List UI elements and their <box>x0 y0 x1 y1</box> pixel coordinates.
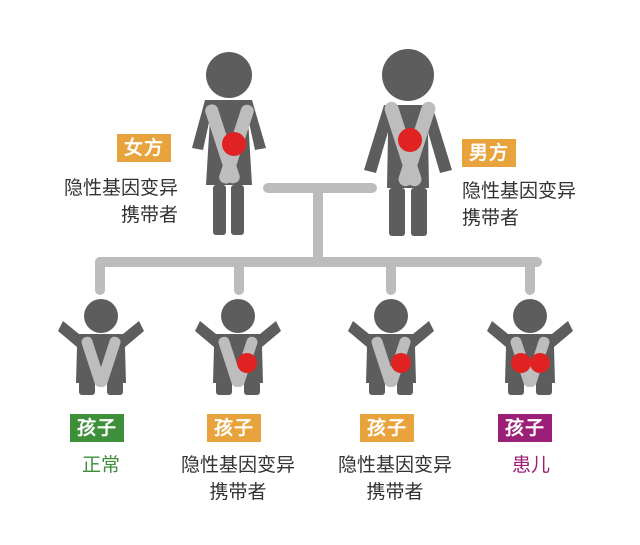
father-badge: 男方 <box>462 139 517 167</box>
father-description: 隐性基因变异 携带者 <box>462 178 622 232</box>
child-2-description: 隐性基因变异 携带者 <box>163 452 313 506</box>
chromosome-icon <box>81 336 121 387</box>
mother-description: 隐性基因变异 携带者 <box>28 175 178 229</box>
child-3-description: 隐性基因变异 携带者 <box>320 452 470 506</box>
child-4-desc-line1: 患儿 <box>511 454 550 476</box>
child-1-desc-line1: 正常 <box>81 454 120 476</box>
child-3-badge: 孩子 <box>360 414 415 442</box>
child-3-desc-line2: 携带者 <box>366 481 424 503</box>
male-parent-icon <box>364 49 452 236</box>
child-1-badge: 孩子 <box>70 414 125 442</box>
mother-desc-line1: 隐性基因变异 <box>63 177 178 199</box>
variant-dot-icon <box>391 353 411 373</box>
mother-desc-line2: 携带者 <box>120 204 178 226</box>
variant-dot-icon <box>511 353 531 373</box>
variant-dot-icon <box>237 353 257 373</box>
child-icon <box>58 299 144 395</box>
child-icon <box>487 299 573 395</box>
variant-dot-icon <box>222 132 246 156</box>
child-4-badge: 孩子 <box>498 414 553 442</box>
mother-badge: 女方 <box>117 134 172 162</box>
father-desc-line1: 隐性基因变异 <box>462 180 577 202</box>
female-parent-icon <box>192 52 266 235</box>
child-1-description: 正常 <box>36 452 166 479</box>
child-2-badge: 孩子 <box>207 414 262 442</box>
child-2-desc-line1: 隐性基因变异 <box>180 454 295 476</box>
father-desc-line2: 携带者 <box>462 207 520 229</box>
child-4-description: 患儿 <box>466 452 596 479</box>
variant-dot-icon <box>530 353 550 373</box>
child-icon <box>195 299 281 395</box>
child-2-desc-line2: 携带者 <box>209 481 267 503</box>
connector-lines <box>95 183 542 295</box>
variant-dot-icon <box>398 128 422 152</box>
child-icon <box>348 299 434 395</box>
child-3-desc-line1: 隐性基因变异 <box>337 454 452 476</box>
